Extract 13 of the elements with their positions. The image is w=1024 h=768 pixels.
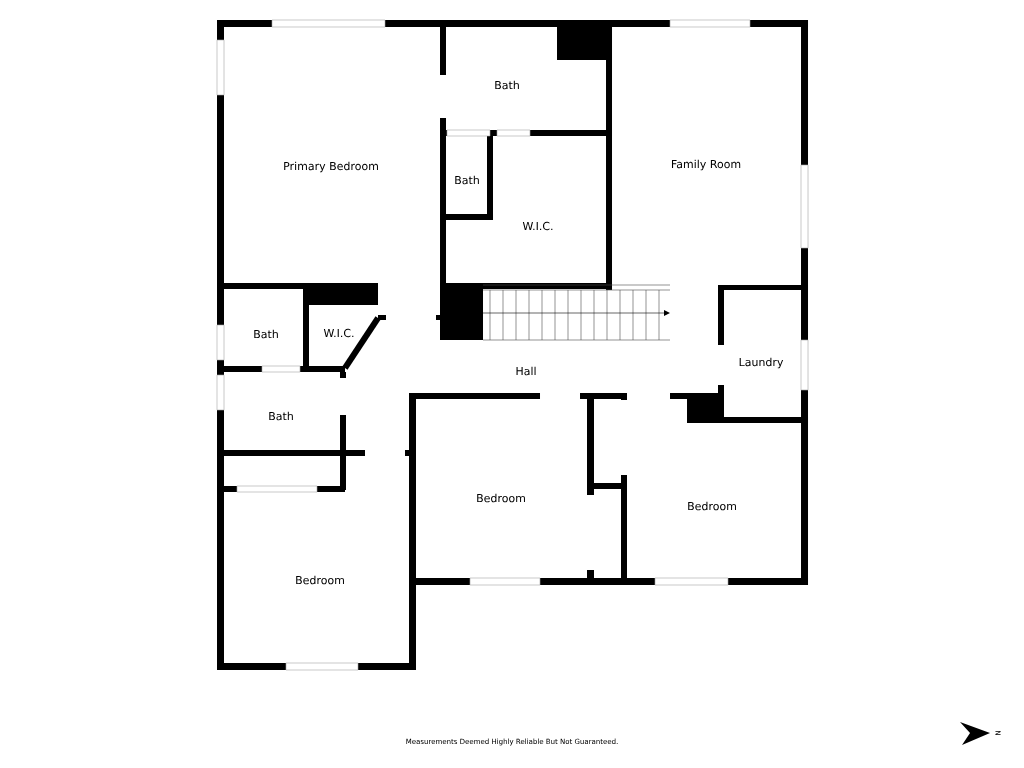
room-label: Family Room: [672, 159, 741, 171]
room-label: Laundry: [739, 357, 784, 369]
room-label: Hall: [516, 366, 536, 376]
room-label: Bedroom: [688, 501, 736, 511]
room-label: W.I.C.: [323, 328, 354, 338]
room-label: Bath: [455, 175, 479, 185]
room-label: Primary Bedroom: [284, 161, 378, 173]
room-label: Bedroom: [296, 575, 344, 585]
room-label: Bath: [254, 329, 278, 339]
room-label: Bedroom: [477, 493, 525, 503]
room-label: Bath: [269, 411, 293, 421]
room-label: W.I.C.: [522, 221, 553, 231]
room-label: Bath: [495, 80, 519, 90]
